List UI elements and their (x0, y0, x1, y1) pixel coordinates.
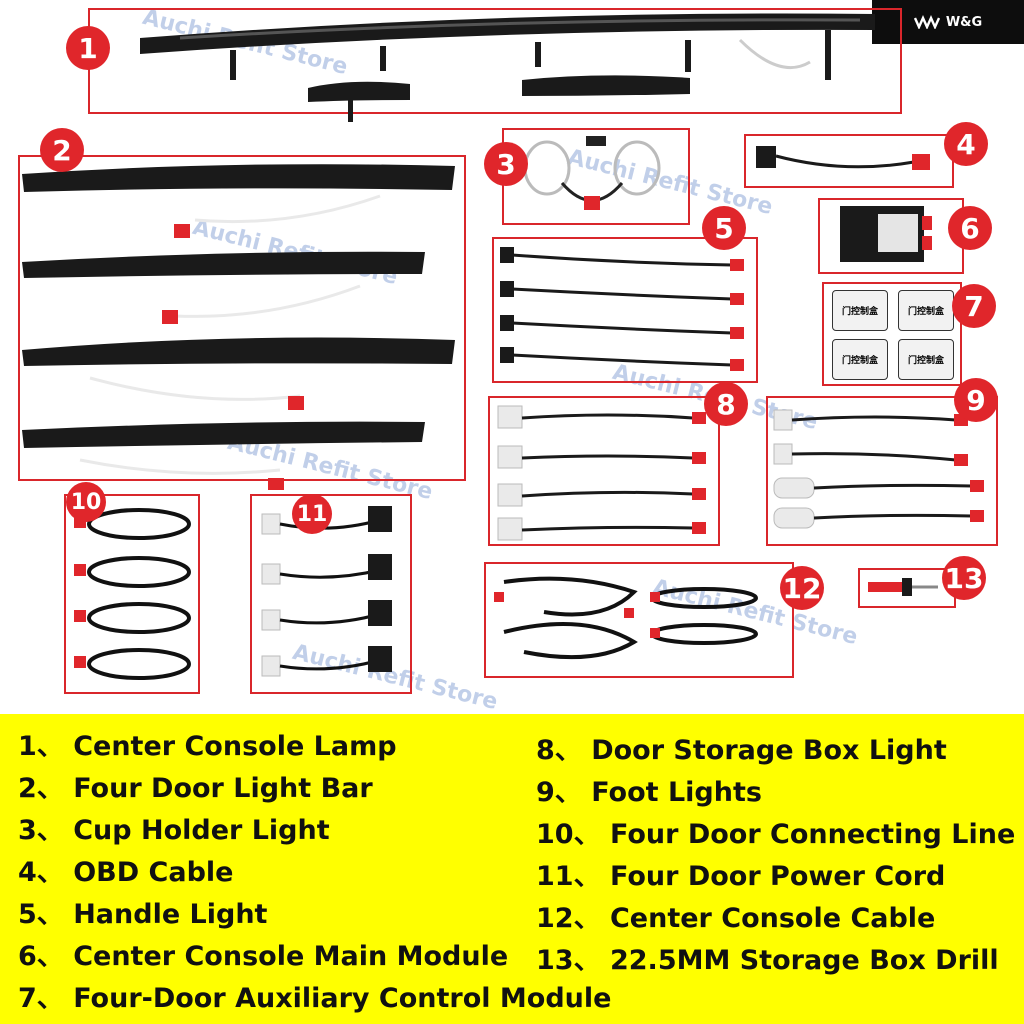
legend-num: 9、 (536, 777, 582, 808)
legend-item: 10、 Four Door Connecting Line (536, 812, 1015, 851)
legend-item: 12、 Center Console Cable (536, 896, 935, 935)
four-door-light-bar-image (22, 164, 455, 490)
aux-module: 门控制盒 (832, 290, 888, 331)
panel-power-cord (250, 494, 412, 694)
panel-console-cable (484, 562, 794, 678)
crown-icon (913, 15, 940, 29)
legend-label: Cup Holder Light (73, 815, 330, 846)
legend-item: 6、 Center Console Main Module (18, 934, 508, 973)
connecting-line-image (74, 508, 191, 680)
panel-handle-light (492, 237, 758, 383)
panel-connecting-line (64, 494, 200, 694)
badge-9: 9 (954, 378, 998, 422)
legend-label: 22.5MM Storage Box Drill (609, 945, 999, 976)
badge-2: 2 (40, 128, 84, 172)
legend-item: 8、 Door Storage Box Light (536, 728, 947, 767)
brand-tag: W&G (872, 0, 1024, 44)
legend-label: Center Console Lamp (73, 731, 397, 762)
legend-num: 13、 (536, 945, 601, 976)
legend-num: 3、 (18, 815, 64, 846)
badge-8: 8 (704, 382, 748, 426)
cup-holder-light-image (523, 136, 661, 210)
legend-num: 6、 (18, 941, 64, 972)
badge-3: 3 (484, 142, 528, 186)
legend-item: 13、 22.5MM Storage Box Drill (536, 938, 999, 977)
legend-num: 2、 (18, 773, 64, 804)
foot-lights-image (773, 409, 984, 529)
legend-num: 8、 (536, 735, 582, 766)
legend-item: 3、 Cup Holder Light (18, 808, 330, 847)
legend-label: Center Console Cable (609, 903, 936, 934)
badge-5: 5 (702, 206, 746, 250)
legend-label: OBD Cable (73, 857, 234, 888)
legend-label: Four-Door Auxiliary Control Module (73, 983, 612, 1014)
legend-num: 12、 (536, 903, 601, 934)
aux-module: 门控制盒 (898, 339, 954, 380)
console-cable-image (494, 576, 758, 660)
badge-13: 13 (942, 556, 986, 600)
aux-module: 门控制盒 (832, 339, 888, 380)
legend-num: 11、 (536, 861, 601, 892)
panel-foot-lights (766, 396, 998, 546)
panel-auxiliary-module (822, 282, 962, 386)
legend-label: Center Console Main Module (73, 941, 509, 972)
obd-cable-image (756, 146, 930, 170)
panel-four-door-light-bar (18, 155, 466, 481)
aux-module-grid: 门控制盒 门控制盒 门控制盒 门控制盒 (832, 290, 954, 380)
legend-label: Four Door Light Bar (73, 773, 373, 804)
badge-12: 12 (780, 566, 824, 610)
badge-10: 10 (66, 482, 106, 522)
handle-light-image (500, 247, 744, 371)
storage-box-drill-image (868, 578, 938, 596)
legend-label: Door Storage Box Light (591, 735, 947, 766)
legend-num: 7、 (18, 983, 64, 1014)
badge-11: 11 (292, 494, 332, 534)
legend-num: 10、 (536, 819, 601, 850)
legend-num: 5、 (18, 899, 64, 930)
legend-item: 9、 Foot Lights (536, 770, 762, 809)
legend-item: 1、 Center Console Lamp (18, 724, 397, 763)
brand-text: W&G (945, 14, 983, 30)
legend-area: 1、 Center Console Lamp 2、 Four Door Ligh… (0, 714, 1024, 1024)
badge-4: 4 (944, 122, 988, 166)
legend-item: 7、 Four-Door Auxiliary Control Module (18, 976, 611, 1015)
badge-6: 6 (948, 206, 992, 250)
legend-item: 11、 Four Door Power Cord (536, 854, 945, 893)
legend-num: 1、 (18, 731, 64, 762)
main-module-image (840, 206, 932, 262)
badge-7: 7 (952, 284, 996, 328)
door-storage-light-image (497, 405, 706, 541)
legend-label: Handle Light (73, 899, 268, 930)
aux-module: 门控制盒 (898, 290, 954, 331)
center-console-lamp-image (140, 13, 875, 122)
legend-item: 5、 Handle Light (18, 892, 267, 931)
badge-1: 1 (66, 26, 110, 70)
legend-item: 4、 OBD Cable (18, 850, 233, 889)
legend-item: 2、 Four Door Light Bar (18, 766, 373, 805)
panel-door-storage-light (488, 396, 720, 546)
legend-label: Four Door Connecting Line (609, 819, 1016, 850)
legend-label: Foot Lights (591, 777, 762, 808)
legend-label: Four Door Power Cord (609, 861, 946, 892)
power-cord-image (261, 506, 392, 677)
legend-num: 4、 (18, 857, 64, 888)
